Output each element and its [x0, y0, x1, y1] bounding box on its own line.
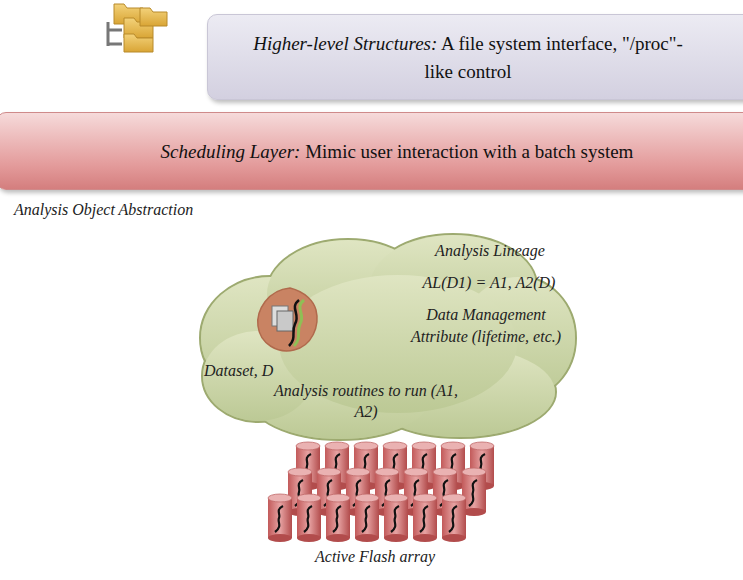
flash-cylinder	[268, 494, 292, 542]
section-label: Analysis Object Abstraction	[14, 199, 274, 220]
lineage-formula: AL(D1) = A1, A2(D)	[404, 272, 574, 294]
flash-cylinder	[413, 494, 437, 542]
attribute-text: Data Management Attribute (lifetime, etc…	[400, 304, 572, 348]
flash-cylinder	[442, 494, 466, 542]
lineage-heading: Analysis Lineage	[420, 240, 560, 262]
scheduling-band: Scheduling Layer: Mimic user interaction…	[0, 112, 743, 190]
flash-cylinder	[326, 494, 350, 542]
flash-cylinder	[297, 494, 321, 542]
array-label: Active Flash array	[275, 546, 475, 567]
flash-array	[268, 442, 494, 542]
layer-band: Higher-level Structures: A file system i…	[207, 14, 743, 100]
flash-cylinder	[384, 494, 408, 542]
band-body: A file system interface, "/proc"-like co…	[424, 33, 682, 82]
dataset-label: Dataset, D	[204, 360, 314, 381]
folder-icon	[108, 4, 167, 52]
band-text: Scheduling Layer: Mimic user interaction…	[117, 138, 677, 166]
flash-cylinder	[355, 494, 379, 542]
band-heading: Scheduling Layer:	[161, 141, 301, 162]
analysis-object-drop	[258, 288, 317, 351]
analysis-cloud: Analysis LineageAL(D1) = A1, A2(D) Data M…	[198, 226, 580, 444]
band-text: Higher-level Structures: A file system i…	[248, 30, 688, 86]
routines-label: Analysis routines to run (A1, A2)	[266, 380, 466, 422]
band-body: Mimic user interaction with a batch syst…	[305, 141, 633, 162]
band-heading: Higher-level Structures:	[253, 33, 437, 54]
